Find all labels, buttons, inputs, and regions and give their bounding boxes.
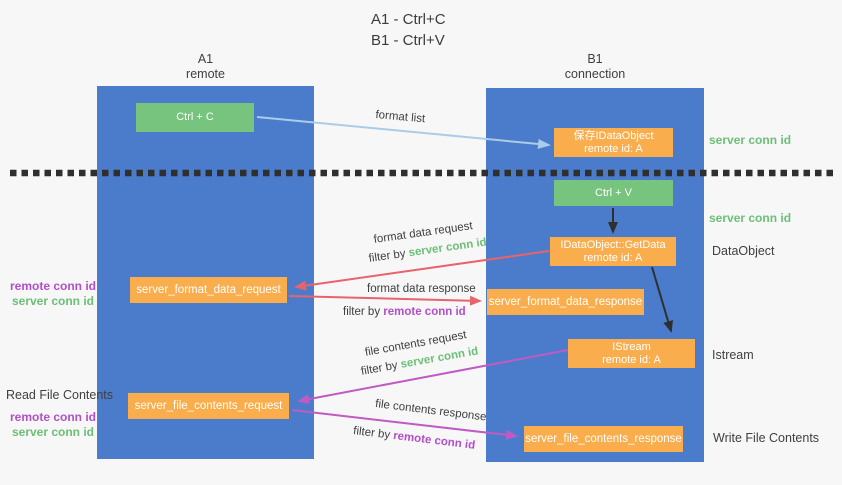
annotation-server-conn-id: server conn id <box>11 293 94 308</box>
filter-by-text: filter by <box>368 247 410 265</box>
node-server-file-contents-response-label: server_file_contents_response <box>525 432 682 445</box>
node-ctrl-v-label: Ctrl + V <box>595 186 632 199</box>
annotation-server-conn-id-top: server conn id <box>709 133 792 147</box>
node-ctrl-v: Ctrl + V <box>554 180 673 206</box>
lane-left-subtitle: remote <box>186 67 225 81</box>
filter-by-text: filter by <box>360 359 402 378</box>
node-server-format-data-request: server_format_data_request <box>130 277 287 303</box>
node-server-format-data-response-label: server_format_data_response <box>488 295 643 308</box>
label-format-data-response: format data response <box>367 283 476 295</box>
annotation-istream: Istream <box>712 348 754 362</box>
annotation-server-conn-id: server conn id <box>11 424 94 439</box>
filter-remote-conn-id: remote conn id <box>392 429 476 452</box>
node-save-idataobject-line2: remote id: A <box>584 142 643 155</box>
lane-right-title: B1 <box>587 52 603 66</box>
filter-by-text: filter by <box>352 425 394 442</box>
node-server-file-contents-request-label: server_file_contents_request <box>134 399 283 412</box>
node-istream: IStream remote id: A <box>568 339 695 368</box>
annotation-remote-conn-id: remote conn id <box>10 410 97 424</box>
annotation-format-conn-ids: remote conn id server conn id <box>10 279 97 308</box>
lane-left-title: A1 <box>197 52 214 66</box>
label-format-data-response-filter: filter by remote conn id <box>343 306 466 318</box>
diagram-title: A1 - Ctrl+C B1 - Ctrl+V <box>371 9 446 51</box>
label-format-list: format list <box>374 109 426 126</box>
node-server-file-contents-response: server_file_contents_response <box>524 426 683 452</box>
lane-right-subtitle: connection <box>564 67 626 81</box>
node-server-format-data-response: server_format_data_response <box>487 289 644 315</box>
annotation-dataobject: DataObject <box>712 244 775 258</box>
annotation-server-conn-id-mid: server conn id <box>709 211 792 225</box>
node-istream-line1: IStream <box>612 340 651 353</box>
annotation-write-file-contents: Write File Contents <box>713 431 820 445</box>
lane-header-left: A1 remote <box>97 52 314 82</box>
node-istream-line2: remote id: A <box>602 353 661 366</box>
node-idataobject-getdata-line1: IDataObject::GetData <box>560 238 666 251</box>
annotation-read-file-contents: Read File Contents <box>6 388 114 402</box>
node-save-idataobject: 保存IDataObject remote id: A <box>554 128 673 157</box>
node-server-file-contents-request: server_file_contents_request <box>128 393 289 419</box>
node-server-format-data-request-label: server_format_data_request <box>136 283 281 296</box>
filter-remote-conn-id: remote conn id <box>383 306 466 318</box>
annotation-remote-conn-id: remote conn id <box>10 279 97 293</box>
node-ctrl-c-label: Ctrl + C <box>176 111 214 123</box>
node-ctrl-c: Ctrl + C <box>136 103 254 132</box>
arrow-format-data-response <box>288 295 482 306</box>
filter-by-text: filter by <box>343 306 384 318</box>
filter-server-conn-id: server conn id <box>407 236 488 260</box>
diagram-title-line2: B1 - Ctrl+V <box>371 32 445 49</box>
annotation-file-conn-ids: remote conn id server conn id <box>10 410 97 439</box>
diagram-title-line1: A1 - Ctrl+C <box>371 11 446 28</box>
lane-header-right: B1 connection <box>486 52 704 82</box>
label-file-contents-response: file contents response <box>374 398 488 424</box>
node-save-idataobject-line1: 保存IDataObject <box>573 129 654 142</box>
label-file-contents-response-filter: filter by remote conn id <box>353 425 476 452</box>
node-idataobject-getdata: IDataObject::GetData remote id: A <box>550 237 676 266</box>
node-idataobject-getdata-line2: remote id: A <box>583 251 643 264</box>
